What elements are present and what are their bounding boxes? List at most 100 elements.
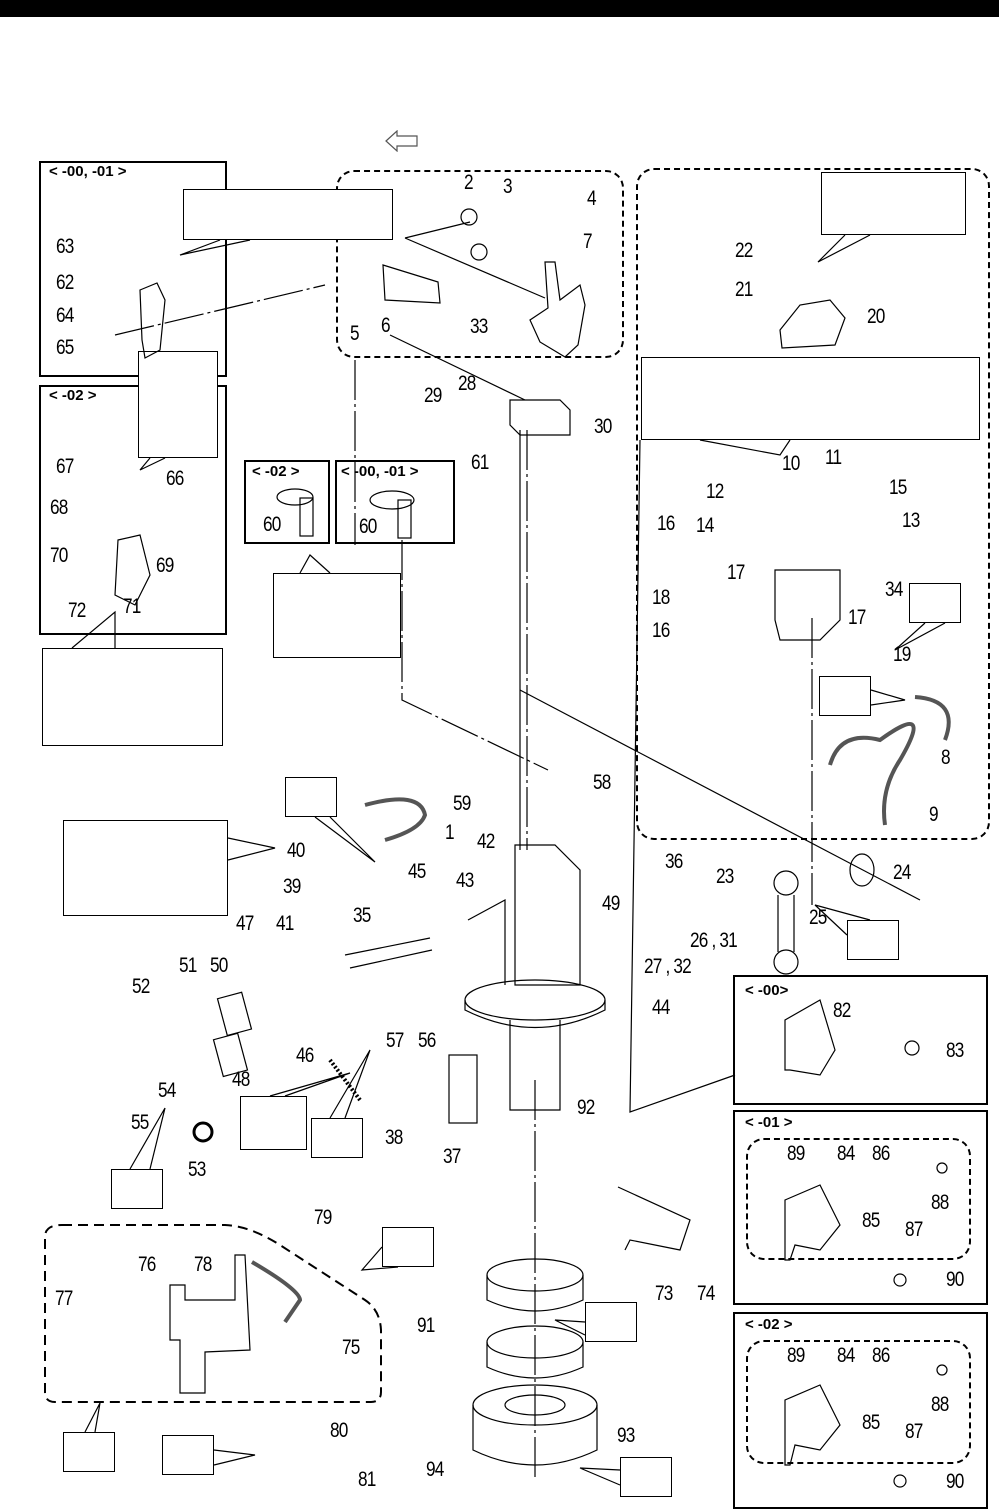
part-label-75: 75 bbox=[342, 1336, 360, 1359]
part-label-15: 15 bbox=[889, 476, 907, 499]
part-label-42: 42 bbox=[477, 830, 495, 853]
callout-note bbox=[63, 1432, 115, 1472]
part-label-92: 92 bbox=[577, 1096, 595, 1119]
part-label-6: 6 bbox=[381, 314, 391, 337]
part-label-25: 25 bbox=[809, 906, 827, 929]
callout-note bbox=[620, 1457, 672, 1497]
variant-box-01-right bbox=[733, 1110, 988, 1305]
callout-note bbox=[162, 1435, 214, 1475]
callout-note bbox=[240, 1096, 307, 1150]
part-label-84-v01: 84 bbox=[837, 1142, 855, 1165]
part-label-66: 66 bbox=[166, 467, 184, 490]
part-label-9: 9 bbox=[929, 803, 939, 826]
callout-note bbox=[111, 1169, 163, 1209]
part-label-39: 39 bbox=[283, 875, 301, 898]
callout-note bbox=[63, 820, 228, 916]
part-label-11: 11 bbox=[825, 446, 842, 469]
part-label-7: 7 bbox=[583, 230, 593, 253]
callout-note bbox=[311, 1118, 363, 1158]
part-label-40: 40 bbox=[287, 839, 305, 862]
part-label-51: 51 bbox=[179, 954, 197, 977]
part-label-44: 44 bbox=[652, 996, 670, 1019]
part-label-70: 70 bbox=[50, 544, 68, 567]
part-label-85-v01: 85 bbox=[862, 1209, 880, 1232]
part-label-10: 10 bbox=[782, 452, 800, 475]
callout-note bbox=[819, 676, 871, 716]
part-label-13: 13 bbox=[902, 509, 920, 532]
part-label-34: 34 bbox=[885, 578, 903, 601]
part-label-69: 69 bbox=[156, 554, 174, 577]
callout-note bbox=[285, 777, 337, 817]
part-label-4: 4 bbox=[587, 187, 597, 210]
part-label-73: 73 bbox=[655, 1282, 673, 1305]
part-label-36: 36 bbox=[665, 850, 683, 873]
part-label-16-upper: 16 bbox=[657, 512, 675, 535]
variant-tag: < -00, -01 > bbox=[341, 463, 419, 480]
part-label-52: 52 bbox=[132, 975, 150, 998]
variant-tag: < -00> bbox=[745, 982, 789, 999]
variant-box-02-left bbox=[39, 385, 227, 635]
part-label-1: 1 bbox=[445, 821, 455, 844]
callout-note bbox=[847, 920, 899, 960]
part-label-19: 19 bbox=[893, 643, 911, 666]
part-label-88-v01: 88 bbox=[931, 1191, 949, 1214]
part-label-14: 14 bbox=[696, 514, 714, 537]
subassembly-group-top-center bbox=[336, 170, 624, 358]
part-label-59: 59 bbox=[453, 792, 471, 815]
part-label-21: 21 bbox=[735, 278, 753, 301]
part-label-60-v02: 60 bbox=[263, 513, 281, 536]
part-label-37: 37 bbox=[443, 1145, 461, 1168]
part-label-91: 91 bbox=[417, 1314, 435, 1337]
part-label-93: 93 bbox=[617, 1424, 635, 1447]
part-label-47: 47 bbox=[236, 912, 254, 935]
part-label-28: 28 bbox=[458, 372, 476, 395]
part-label-74: 74 bbox=[697, 1282, 715, 1305]
part-label-63: 63 bbox=[56, 235, 74, 258]
part-label-30: 30 bbox=[594, 415, 612, 438]
variant-box-00-01-top bbox=[39, 161, 227, 377]
part-label-16-lower: 16 bbox=[652, 619, 670, 642]
left-arrow-icon bbox=[385, 130, 418, 152]
part-label-83: 83 bbox=[946, 1039, 964, 1062]
variant-tag: < -01 > bbox=[745, 1114, 793, 1131]
part-label-41: 41 bbox=[276, 912, 294, 935]
callout-note bbox=[42, 648, 223, 746]
part-label-5: 5 bbox=[350, 322, 360, 345]
part-label-29: 29 bbox=[424, 384, 442, 407]
part-label-76: 76 bbox=[138, 1253, 156, 1276]
part-label-79: 79 bbox=[314, 1206, 332, 1229]
part-label-90-v01: 90 bbox=[946, 1268, 964, 1291]
subassembly-group-top-right bbox=[636, 168, 990, 840]
part-label-26-31: 26 , 31 bbox=[690, 929, 738, 952]
part-label-78: 78 bbox=[194, 1253, 212, 1276]
subassembly-group-02 bbox=[746, 1340, 971, 1464]
part-label-17-left: 17 bbox=[727, 561, 745, 584]
part-label-89-v01: 89 bbox=[787, 1142, 805, 1165]
part-label-22: 22 bbox=[735, 239, 753, 262]
part-label-64: 64 bbox=[56, 304, 74, 327]
part-label-67: 67 bbox=[56, 455, 74, 478]
part-label-50: 50 bbox=[210, 954, 228, 977]
callout-note bbox=[641, 357, 980, 440]
part-label-46: 46 bbox=[296, 1044, 314, 1067]
part-label-84-v02: 84 bbox=[837, 1344, 855, 1367]
part-label-43: 43 bbox=[456, 869, 474, 892]
part-label-86-v01: 86 bbox=[872, 1142, 890, 1165]
part-label-62: 62 bbox=[56, 271, 74, 294]
part-label-89-v02: 89 bbox=[787, 1344, 805, 1367]
header-bar bbox=[0, 0, 999, 17]
part-label-49: 49 bbox=[602, 892, 620, 915]
part-label-45: 45 bbox=[408, 860, 426, 883]
variant-box-00-right bbox=[733, 975, 988, 1105]
callout-note bbox=[585, 1302, 637, 1342]
callout-note bbox=[909, 583, 961, 623]
part-label-53: 53 bbox=[188, 1158, 206, 1181]
part-label-72: 72 bbox=[68, 599, 86, 622]
part-label-8: 8 bbox=[941, 746, 951, 769]
part-label-54: 54 bbox=[158, 1079, 176, 1102]
part-label-81: 81 bbox=[358, 1468, 376, 1491]
part-label-90-v02: 90 bbox=[946, 1470, 964, 1493]
part-label-77: 77 bbox=[55, 1287, 73, 1310]
variant-box-60-02 bbox=[244, 460, 330, 544]
